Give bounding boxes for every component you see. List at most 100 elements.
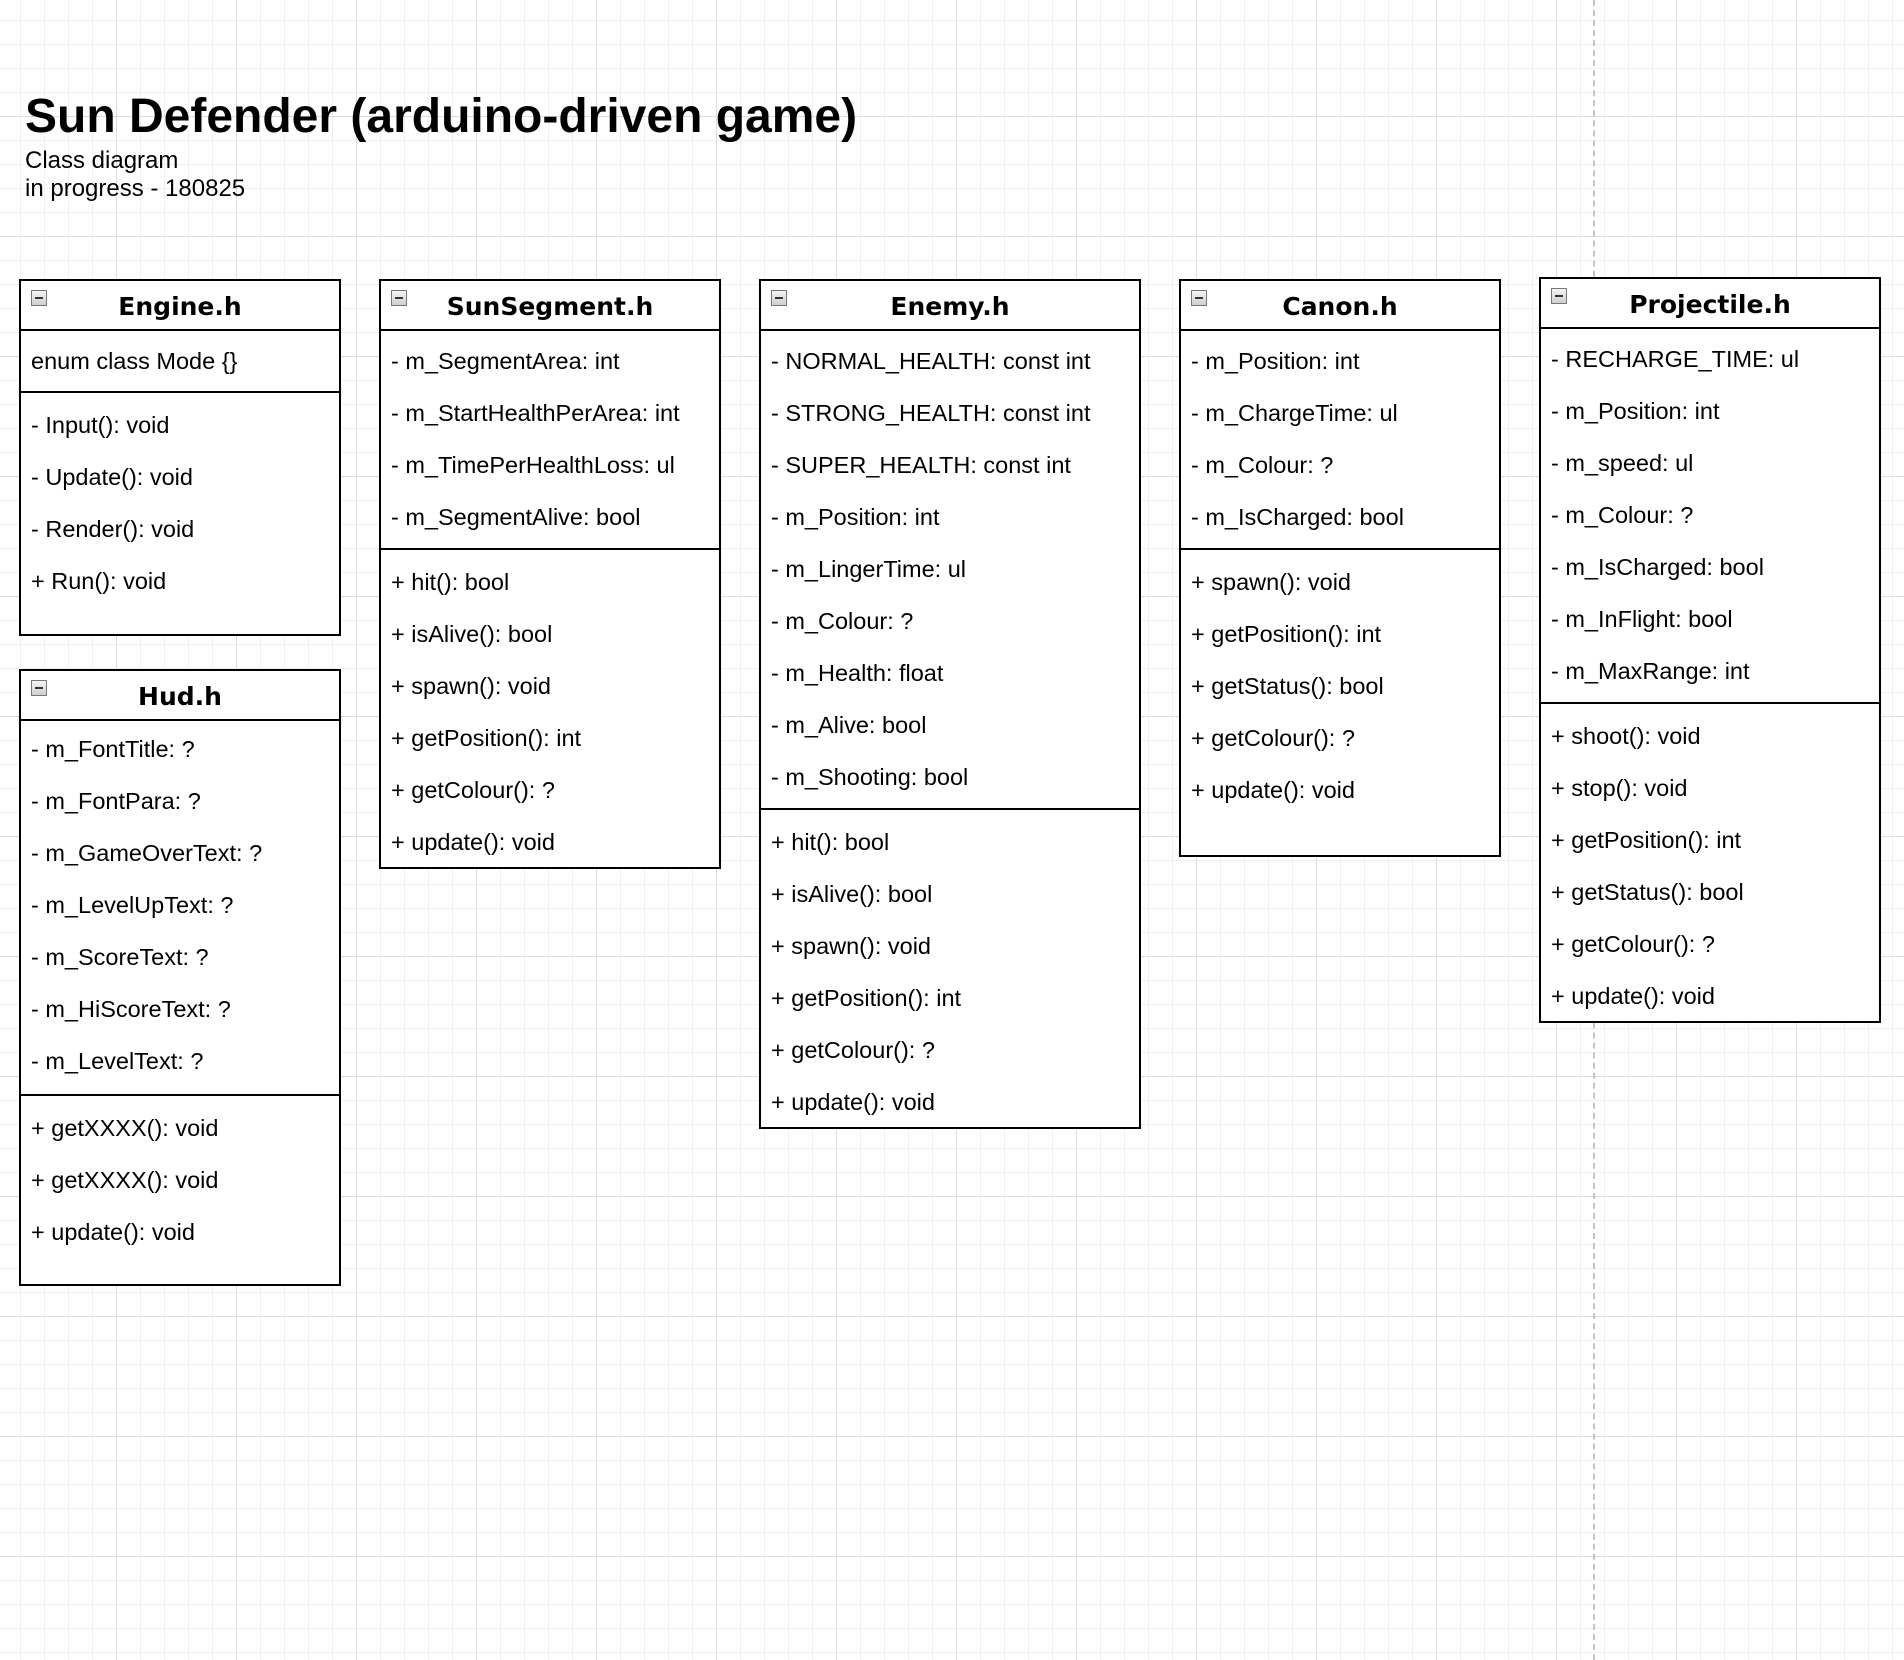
class-attributes: - m_Position: int - m_ChargeTime: ul - m… [1181, 331, 1499, 548]
class-operations: + spawn(): void + getPosition(): int + g… [1181, 548, 1499, 816]
class-member[interactable]: + spawn(): void [1191, 569, 1352, 595]
collapse-icon[interactable] [1191, 290, 1207, 306]
class-member[interactable]: + getPosition(): int [1551, 827, 1742, 853]
class-member[interactable]: - m_LevelUpText: ? [31, 892, 234, 918]
class-member[interactable]: - Update(): void [31, 464, 193, 490]
class-attributes: - m_FontTitle: ? - m_FontPara: ? - m_Gam… [21, 721, 339, 1094]
class-member[interactable]: - m_FontPara: ? [31, 788, 201, 814]
class-hud[interactable]: Hud.h - m_FontTitle: ? - m_FontPara: ? -… [19, 669, 341, 1286]
class-member[interactable]: - NORMAL_HEALTH: const int [771, 348, 1091, 374]
class-name: Projectile.h [1629, 290, 1791, 319]
class-member[interactable]: + update(): void [391, 829, 555, 855]
class-member[interactable]: + update(): void [1551, 983, 1715, 1009]
class-member[interactable]: - m_GameOverText: ? [31, 840, 263, 866]
class-member[interactable]: - m_Alive: bool [771, 712, 927, 738]
class-member[interactable]: - m_Shooting: bool [771, 764, 969, 790]
class-member[interactable]: - m_FontTitle: ? [31, 736, 195, 762]
class-operations: + getXXXX(): void + getXXXX(): void + up… [21, 1094, 339, 1258]
collapse-icon[interactable] [1551, 288, 1567, 304]
class-header: Canon.h [1181, 281, 1499, 331]
class-canon[interactable]: Canon.h - m_Position: int - m_ChargeTime… [1179, 279, 1501, 857]
class-header: Projectile.h [1541, 279, 1879, 329]
class-attributes: - m_SegmentArea: int - m_StartHealthPerA… [381, 331, 719, 548]
class-header: SunSegment.h [381, 281, 719, 331]
class-member[interactable]: + getPosition(): int [1191, 621, 1382, 647]
class-member[interactable]: + getStatus(): bool [1191, 673, 1384, 699]
class-member[interactable]: - STRONG_HEALTH: const int [771, 400, 1091, 426]
class-member[interactable]: + spawn(): void [391, 673, 552, 699]
class-member[interactable]: + getColour(): ? [391, 777, 555, 803]
class-member[interactable]: - m_ChargeTime: ul [1191, 400, 1398, 426]
class-member[interactable]: + stop(): void [1551, 775, 1688, 801]
class-name: Enemy.h [890, 292, 1010, 321]
class-attributes: - RECHARGE_TIME: ul - m_Position: int - … [1541, 329, 1879, 702]
class-member[interactable]: + hit(): bool [391, 569, 510, 595]
class-member[interactable]: - m_Position: int [1551, 398, 1720, 424]
class-member[interactable]: - m_ScoreText: ? [31, 944, 209, 970]
class-member[interactable]: enum class Mode {} [31, 348, 238, 374]
class-member[interactable]: + getXXXX(): void [31, 1115, 219, 1141]
class-member[interactable]: + update(): void [771, 1089, 935, 1115]
class-member[interactable]: - m_SegmentArea: int [391, 348, 620, 374]
class-header: Hud.h [21, 671, 339, 721]
diagram-subtitle-type: Class diagram [25, 147, 179, 174]
class-member[interactable]: + getXXXX(): void [31, 1167, 219, 1193]
class-name: Hud.h [138, 682, 222, 711]
class-enemy[interactable]: Enemy.h - NORMAL_HEALTH: const int - STR… [759, 279, 1141, 1129]
collapse-icon[interactable] [31, 290, 47, 306]
collapse-icon[interactable] [391, 290, 407, 306]
diagram-subtitle-status: in progress - 180825 [25, 175, 246, 202]
class-member[interactable]: + getColour(): ? [1191, 725, 1355, 751]
class-member[interactable]: - m_StartHealthPerArea: int [391, 400, 680, 426]
class-member[interactable]: - m_IsCharged: bool [1191, 504, 1404, 530]
class-projectile[interactable]: Projectile.h - RECHARGE_TIME: ul - m_Pos… [1539, 277, 1881, 1023]
class-name: Canon.h [1282, 292, 1398, 321]
class-member[interactable]: + update(): void [1191, 777, 1355, 803]
collapse-icon[interactable] [31, 680, 47, 696]
class-engine[interactable]: Engine.h enum class Mode {} - Input(): v… [19, 279, 341, 636]
class-operations: + hit(): bool + isAlive(): bool + spawn(… [761, 808, 1139, 1128]
class-member[interactable]: + shoot(): void [1551, 723, 1701, 749]
class-member[interactable]: - m_Health: float [771, 660, 944, 686]
class-attributes: - NORMAL_HEALTH: const int - STRONG_HEAL… [761, 331, 1139, 808]
class-member[interactable]: - m_Colour: ? [1551, 502, 1694, 528]
class-attributes: enum class Mode {} [21, 331, 339, 391]
class-member[interactable]: + spawn(): void [771, 933, 932, 959]
class-member[interactable]: + Run(): void [31, 568, 167, 594]
class-member[interactable]: - m_LevelText: ? [31, 1048, 204, 1074]
class-member[interactable]: - m_Colour: ? [1191, 452, 1334, 478]
class-member[interactable]: - Render(): void [31, 516, 195, 542]
class-operations: + hit(): bool + isAlive(): bool + spawn(… [381, 548, 719, 868]
class-operations: + shoot(): void + stop(): void + getPosi… [1541, 702, 1879, 1022]
class-name: Engine.h [118, 292, 242, 321]
class-member[interactable]: - m_LingerTime: ul [771, 556, 967, 582]
class-member[interactable]: + getColour(): ? [1551, 931, 1715, 957]
class-member[interactable]: - m_SegmentAlive: bool [391, 504, 641, 530]
class-member[interactable]: + getPosition(): int [391, 725, 582, 751]
collapse-icon[interactable] [771, 290, 787, 306]
diagram-title: Sun Defender (arduino-driven game) [25, 90, 858, 143]
class-member[interactable]: + isAlive(): bool [391, 621, 553, 647]
class-member[interactable]: + hit(): bool [771, 829, 890, 855]
class-member[interactable]: - m_HiScoreText: ? [31, 996, 231, 1022]
class-name: SunSegment.h [446, 292, 654, 321]
class-member[interactable]: - m_MaxRange: int [1551, 658, 1750, 684]
class-member[interactable]: - m_Colour: ? [771, 608, 914, 634]
class-member[interactable]: - SUPER_HEALTH: const int [771, 452, 1071, 478]
class-member[interactable]: + isAlive(): bool [771, 881, 933, 907]
class-member[interactable]: - m_Position: int [771, 504, 940, 530]
class-member[interactable]: - Input(): void [31, 412, 170, 438]
class-member[interactable]: - m_speed: ul [1551, 450, 1694, 476]
class-member[interactable]: + update(): void [31, 1219, 195, 1245]
class-member[interactable]: - m_Position: int [1191, 348, 1360, 374]
class-sunsegment[interactable]: SunSegment.h - m_SegmentArea: int - m_St… [379, 279, 721, 869]
class-member[interactable]: - m_TimePerHealthLoss: ul [391, 452, 675, 478]
class-member[interactable]: + getPosition(): int [771, 985, 962, 1011]
class-member[interactable]: - m_IsCharged: bool [1551, 554, 1764, 580]
class-member[interactable]: - RECHARGE_TIME: ul [1551, 346, 1800, 372]
class-header: Engine.h [21, 281, 339, 331]
class-member[interactable]: + getColour(): ? [771, 1037, 935, 1063]
class-operations: - Input(): void - Update(): void - Rende… [21, 391, 339, 607]
class-member[interactable]: + getStatus(): bool [1551, 879, 1744, 905]
class-member[interactable]: - m_InFlight: bool [1551, 606, 1733, 632]
